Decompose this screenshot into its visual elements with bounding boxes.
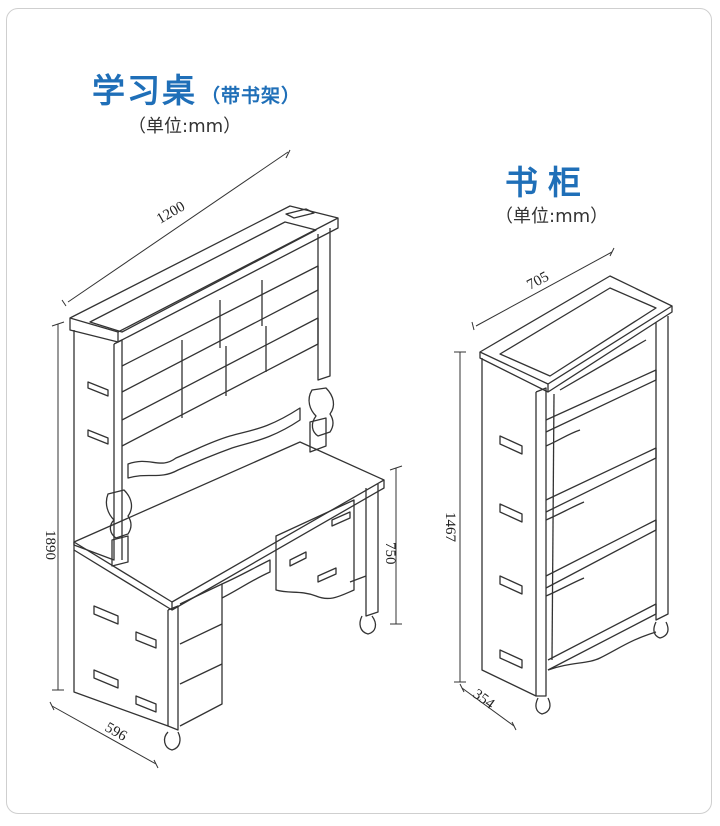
bookshelf-drawing [479, 275, 673, 715]
desk-height-label: 1890 [42, 530, 58, 560]
bookshelf-unit-label: （单位:mm） [495, 206, 609, 227]
bookshelf-dimensions [454, 247, 615, 731]
desk-unit-label: （单位:mm） [128, 116, 242, 137]
page-frame [6, 8, 712, 814]
bookshelf-depth-label: 354 [470, 686, 498, 712]
desk-subtitle: （带书架） [201, 85, 302, 107]
bookshelf-height-label: 1467 [442, 512, 458, 543]
desk-title: 学习桌（带书架） [92, 64, 301, 112]
desk-drawing [69, 205, 385, 751]
desk-dimensions [49, 149, 403, 769]
bookshelf-width-label: 705 [524, 269, 551, 294]
desk-title-text: 学习桌 [92, 71, 197, 110]
desk-depth-label: 596 [102, 720, 130, 745]
desk-table-height-label: 750 [382, 542, 398, 565]
bookshelf-title: 书柜 [505, 163, 591, 202]
